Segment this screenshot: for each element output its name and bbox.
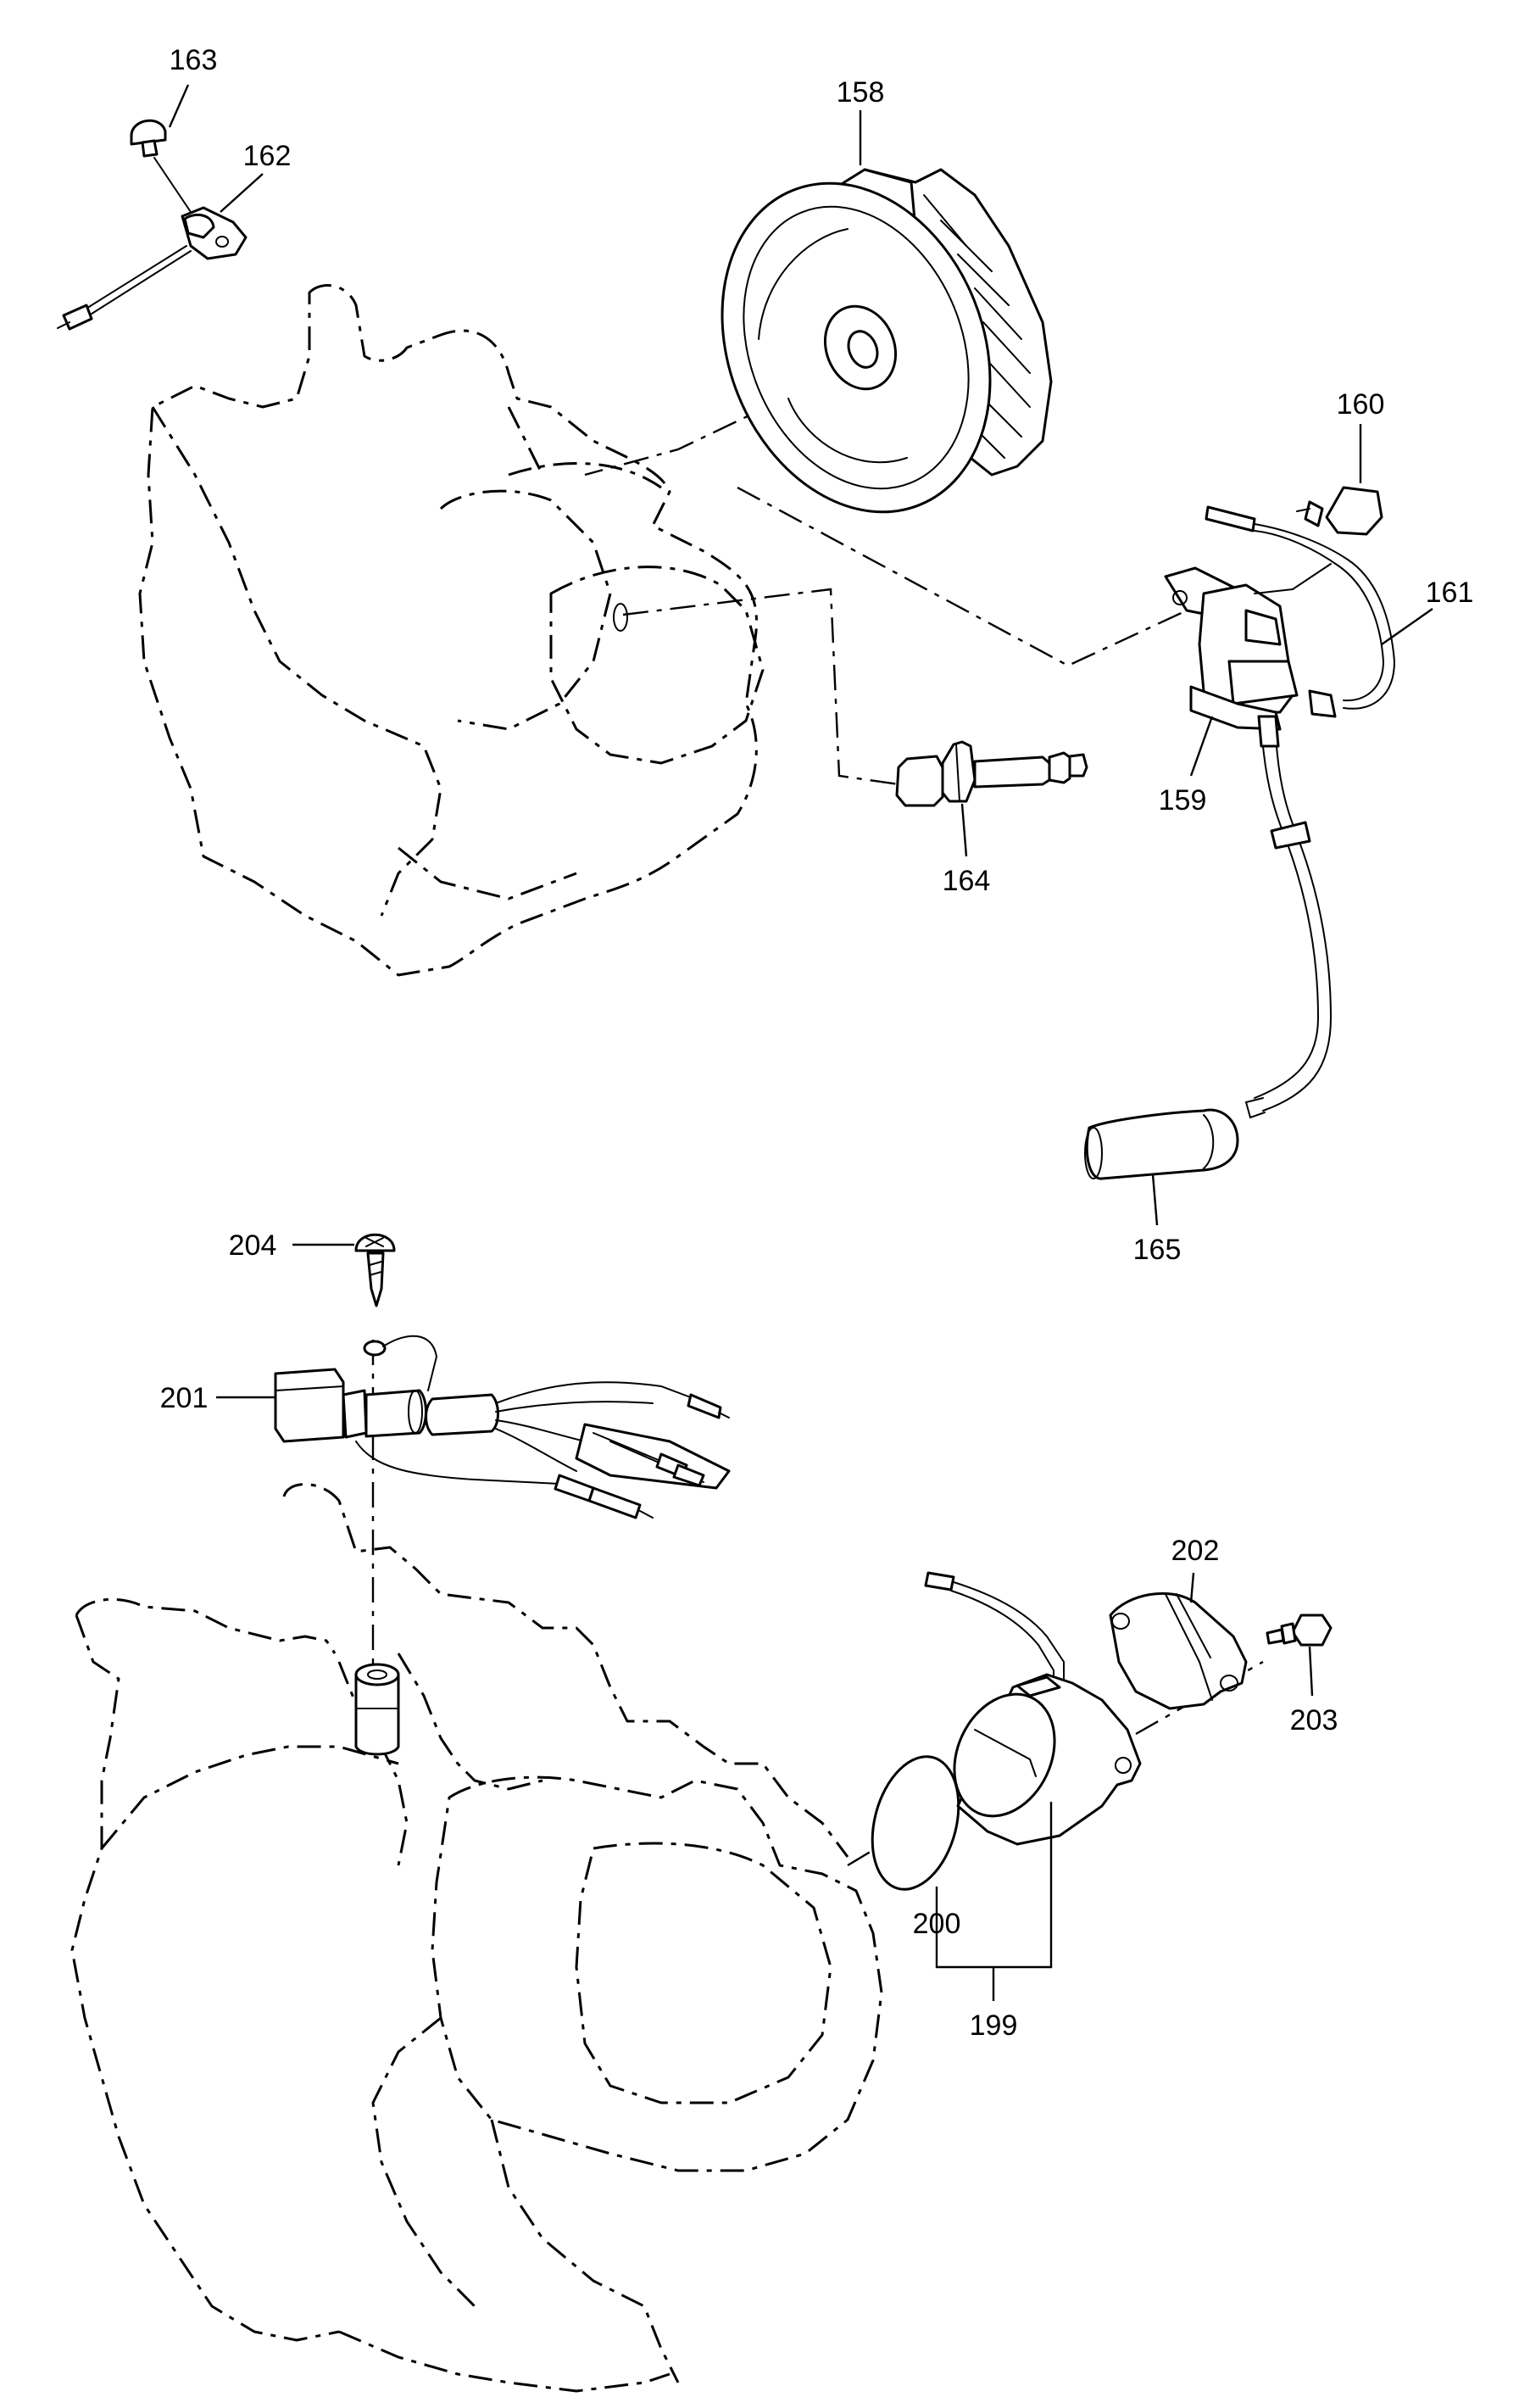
- cover-202: [1109, 1591, 1248, 1710]
- assembly-line-cover: [1135, 1660, 1264, 1736]
- engine-outline-top: [138, 284, 765, 977]
- screw-163: [130, 119, 167, 158]
- callout-163: 163: [170, 44, 218, 76]
- callout-203: 203: [1290, 1704, 1338, 1736]
- callout-165: 165: [1133, 1234, 1182, 1266]
- bushing: [354, 1663, 400, 1756]
- spark-plug-hole: [613, 603, 628, 632]
- bolt-160: [1296, 486, 1383, 536]
- assembly-line-stop-switch: [847, 1838, 891, 1867]
- stop-switch-199: [924, 1571, 1142, 1846]
- high-tension-wire: [1244, 745, 1333, 1119]
- sensor-bracket-162: [57, 157, 248, 331]
- leader-203: [1308, 1646, 1314, 1697]
- ignition-coil-159: [1164, 566, 1299, 748]
- spark-plug-cap-165: [1084, 1108, 1239, 1180]
- callout-199: 199: [970, 2009, 1018, 2042]
- leader-163: [168, 84, 190, 128]
- flywheel: [721, 168, 1053, 514]
- leader-162: [220, 173, 264, 213]
- callout-204: 204: [229, 1229, 277, 1262]
- spark-plug-164: [895, 740, 1088, 807]
- engine-outline-bottom: [70, 1483, 883, 2393]
- callout-160: 160: [1337, 388, 1385, 421]
- bolt-203: [1266, 1614, 1333, 1647]
- callout-202: 202: [1171, 1535, 1220, 1567]
- gasket-200: [871, 1755, 960, 1891]
- callout-158: 158: [837, 76, 885, 109]
- ground-wire-161: [1205, 505, 1396, 718]
- callout-201: 201: [160, 1382, 209, 1414]
- screw-204: [354, 1233, 396, 1307]
- leader-202: [1189, 1572, 1195, 1603]
- leader-165: [1151, 1173, 1159, 1226]
- callout-159: 159: [1159, 784, 1207, 817]
- leader-161: [1381, 608, 1433, 645]
- wire-harness-201: [274, 1335, 731, 1519]
- leader-159: [1189, 716, 1214, 777]
- callout-162: 162: [243, 140, 292, 172]
- callout-161: 161: [1426, 577, 1474, 609]
- assembly-line-spark-plug: [622, 588, 899, 786]
- callout-164: 164: [943, 865, 991, 897]
- leader-164: [960, 803, 968, 857]
- assembly-line-coil: [737, 486, 1188, 667]
